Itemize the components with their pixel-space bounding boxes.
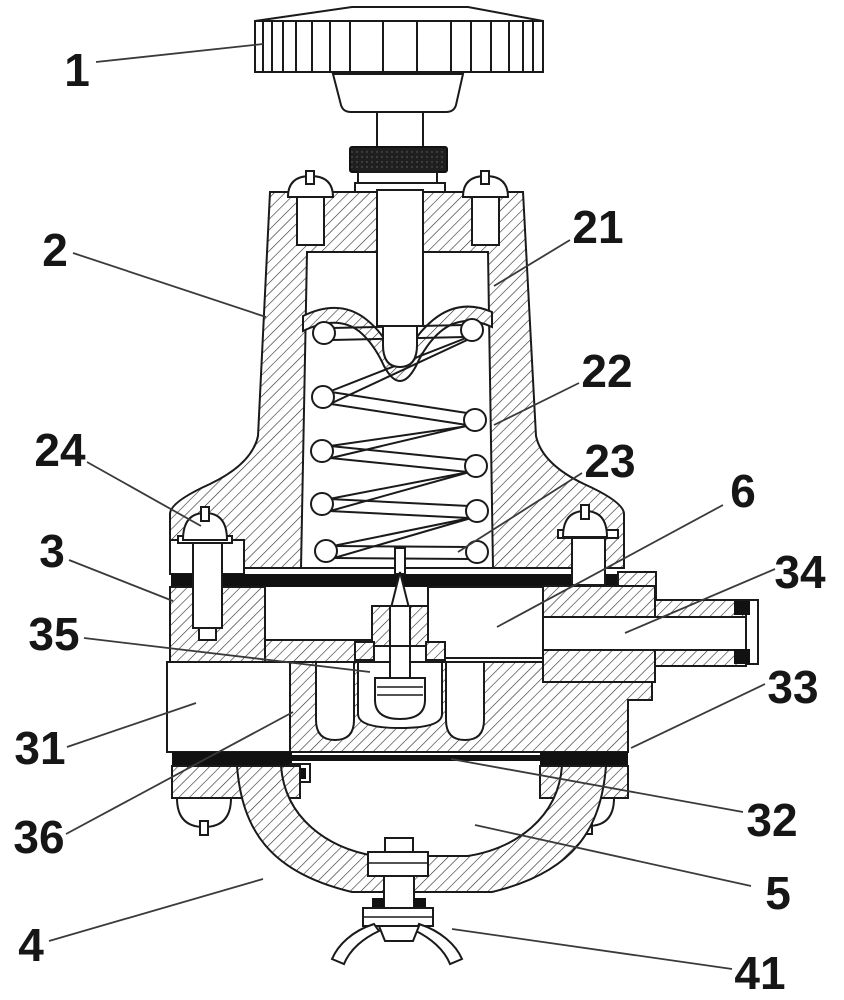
drain-seal-left <box>372 898 384 908</box>
callout-leader-36 <box>65 711 294 835</box>
callout-leader-41 <box>451 928 733 970</box>
callout-leader-31 <box>66 702 197 748</box>
lower-diaphragm-left-clamp <box>172 752 292 766</box>
poppet-stem <box>389 645 411 679</box>
callout-leader-1 <box>95 43 264 63</box>
callout-label-5: 5 <box>765 867 791 919</box>
callout-leader-32 <box>450 758 744 813</box>
adjusting-stem <box>349 111 448 193</box>
drain-seal-right <box>414 898 426 908</box>
spring-plunger <box>376 189 424 369</box>
valve-body-lower <box>166 661 653 753</box>
callout-label-4: 4 <box>18 919 44 971</box>
callout-leader-21 <box>493 239 571 287</box>
lower-screw-left <box>175 797 233 836</box>
callout-label-32: 32 <box>746 794 797 846</box>
callout-leader-5 <box>474 824 752 887</box>
bonnet <box>169 170 625 569</box>
callout-leader-3 <box>68 559 174 602</box>
handwheel-top-edge <box>254 6 544 22</box>
handwheel-ribs <box>262 21 534 72</box>
outlet-chamber <box>427 586 544 659</box>
callout-label-1: 1 <box>64 44 90 96</box>
bonnet-wall <box>169 191 625 569</box>
callout-label-31: 31 <box>14 722 65 774</box>
plunger-tip <box>382 325 418 369</box>
callout-label-23: 23 <box>584 435 635 487</box>
callout-leader-33 <box>630 683 766 749</box>
pipe-end-cap <box>745 599 759 665</box>
valve-pin <box>394 547 406 575</box>
handwheel-hub <box>331 73 465 113</box>
lower-body-casting <box>289 661 653 753</box>
handwheel <box>254 6 544 113</box>
drain-tab <box>384 837 414 853</box>
callout-label-6: 6 <box>730 465 756 517</box>
pipe-seal-bottom <box>734 649 750 664</box>
bowl-wall <box>235 765 608 893</box>
wing-nut-center <box>377 925 421 942</box>
callout-label-33: 33 <box>767 661 818 713</box>
valve-core <box>354 547 446 721</box>
callout-label-22: 22 <box>581 345 632 397</box>
callout-label-41: 41 <box>734 947 785 999</box>
callout-label-36: 36 <box>13 811 64 863</box>
bonnet-screw-right <box>461 170 510 246</box>
callout-leader-2 <box>72 252 267 318</box>
lower-diaphragm-right-clamp <box>540 752 628 768</box>
bonnet-screw-left <box>286 170 335 246</box>
bottom-bowl <box>235 765 608 893</box>
drain-assembly <box>330 837 464 966</box>
inlet-chamber <box>166 661 291 753</box>
wing-nut-right-wing <box>414 922 464 966</box>
knurled-locknut <box>349 146 448 173</box>
drain-plate <box>367 851 429 877</box>
callout-leader-4 <box>48 878 264 942</box>
callout-leader-34 <box>624 568 776 634</box>
pipe-seal-top <box>734 601 750 615</box>
callout-label-21: 21 <box>572 201 623 253</box>
spring-coil-sections <box>310 318 489 564</box>
callout-label-24: 24 <box>34 424 86 476</box>
callout-label-34: 34 <box>774 546 826 598</box>
callout-leader-6 <box>496 504 724 628</box>
callout-leader-23 <box>457 472 583 553</box>
handwheel-rim <box>254 20 544 73</box>
callout-label-2: 2 <box>42 224 68 276</box>
callout-label-35: 35 <box>28 608 79 660</box>
callout-leader-22 <box>493 382 580 426</box>
drain-stem <box>383 875 415 911</box>
callout-leader-24 <box>86 461 202 527</box>
poppet-cup <box>374 677 426 721</box>
callout-leader-35 <box>83 637 371 673</box>
flange-bolt-left <box>177 506 233 641</box>
callout-label-3: 3 <box>39 525 65 577</box>
lower-diaphragm <box>292 755 540 761</box>
wing-nut-left-wing <box>330 922 381 966</box>
